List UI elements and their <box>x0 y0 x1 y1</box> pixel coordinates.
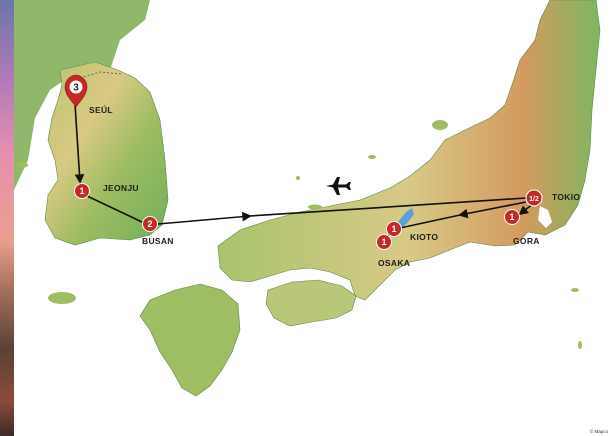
busan-label: BUSAN <box>142 236 174 246</box>
island <box>16 162 28 168</box>
island <box>368 155 376 159</box>
route-jeonju-busan <box>84 194 143 223</box>
kioto-label: KIOTO <box>410 232 438 242</box>
seul-nights: 3 <box>73 83 79 94</box>
jeju-island <box>48 292 76 304</box>
seul-pin-marker[interactable]: 3 <box>64 74 88 108</box>
osaka-nights: 1 <box>381 237 386 247</box>
border-line <box>79 71 123 79</box>
route-busan-tokio-b <box>249 197 527 217</box>
kioto-nights: 1 <box>391 224 396 234</box>
island <box>308 204 322 210</box>
kioto-marker[interactable]: 1 <box>386 221 402 237</box>
route-seul-jeonju <box>74 103 85 184</box>
busan-marker[interactable]: 2 <box>142 216 158 232</box>
busan-nights: 2 <box>147 219 152 229</box>
osaka-label: OSAKA <box>378 258 410 268</box>
copyright-text: © Mapco <box>589 429 608 434</box>
side-photo-strip <box>0 0 14 436</box>
gora-marker[interactable]: 1 <box>504 209 520 225</box>
jeonju-marker[interactable]: 1 <box>74 183 90 199</box>
mainland-landmass <box>14 0 150 190</box>
kyushu-island <box>139 283 241 397</box>
island <box>578 341 582 349</box>
route-tokio-kioto-a <box>458 201 527 219</box>
gora-nights: 1 <box>509 212 514 222</box>
island <box>296 176 300 180</box>
route-busan-tokio-a <box>157 211 252 225</box>
lake-biwa <box>398 208 414 228</box>
tokyo-bay <box>538 206 552 228</box>
route-lines <box>74 103 535 239</box>
shikoku-island <box>265 279 357 327</box>
seul-label: SEÚL <box>89 104 113 115</box>
island <box>432 120 448 130</box>
tokio-marker[interactable]: 1/2 <box>525 189 543 207</box>
gora-label: GORA <box>513 236 540 246</box>
tokio-nights: 1/2 <box>529 196 539 203</box>
osaka-marker[interactable]: 1 <box>376 234 392 250</box>
jeonju-label: JEONJU <box>103 183 139 193</box>
honshu-island <box>217 0 601 301</box>
route-tokio-kioto-b <box>399 214 461 229</box>
tokio-label: TOKIO <box>552 192 580 202</box>
airplane-icon <box>326 177 351 195</box>
jeonju-nights: 1 <box>79 186 84 196</box>
island <box>571 288 579 292</box>
